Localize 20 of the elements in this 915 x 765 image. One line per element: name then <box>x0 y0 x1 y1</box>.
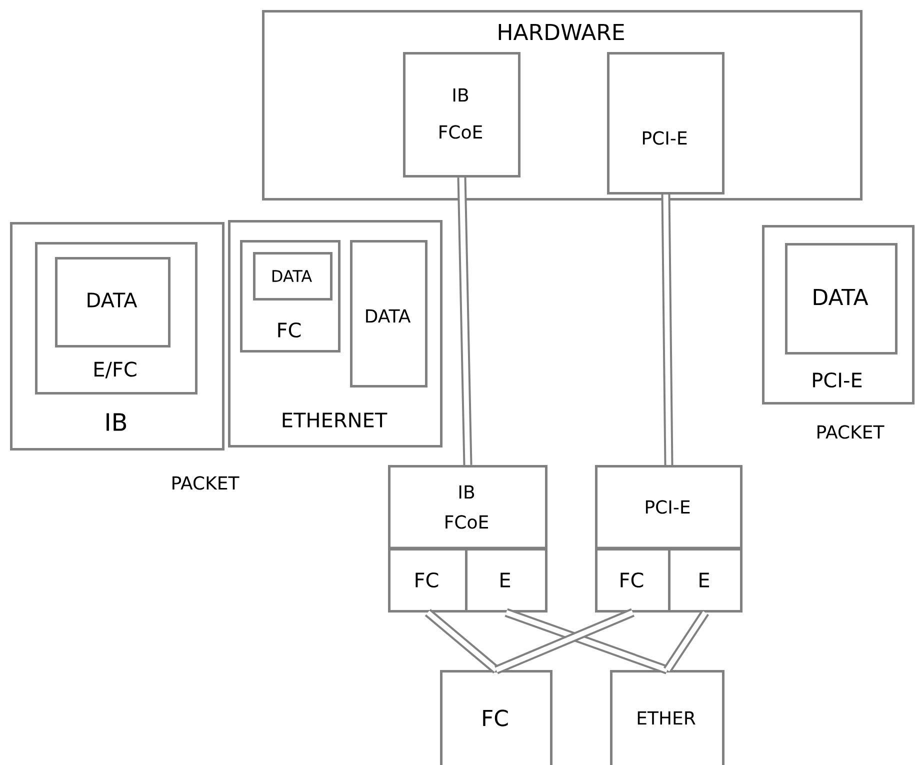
cable <box>457 177 472 466</box>
link-box: FC <box>440 670 552 765</box>
cable <box>664 610 710 672</box>
port-cell: E <box>668 548 742 612</box>
port-cell: E <box>465 548 548 612</box>
data-box: DATA <box>253 252 332 300</box>
link-box: ETHER <box>610 670 724 765</box>
port-box: PCI-E <box>607 52 724 194</box>
port-cell: FC <box>595 548 670 612</box>
data-box: DATA <box>785 243 898 354</box>
cable <box>504 608 669 674</box>
data-box: DATA <box>350 240 428 388</box>
caption: PACKET <box>818 425 884 439</box>
port-cell: FC <box>388 548 468 612</box>
port-box: IB FCoE <box>403 52 520 178</box>
cable <box>494 608 634 674</box>
caption: PACKET <box>172 476 240 490</box>
cable <box>424 609 500 674</box>
cable <box>661 194 674 466</box>
data-box: DATA <box>55 257 170 348</box>
